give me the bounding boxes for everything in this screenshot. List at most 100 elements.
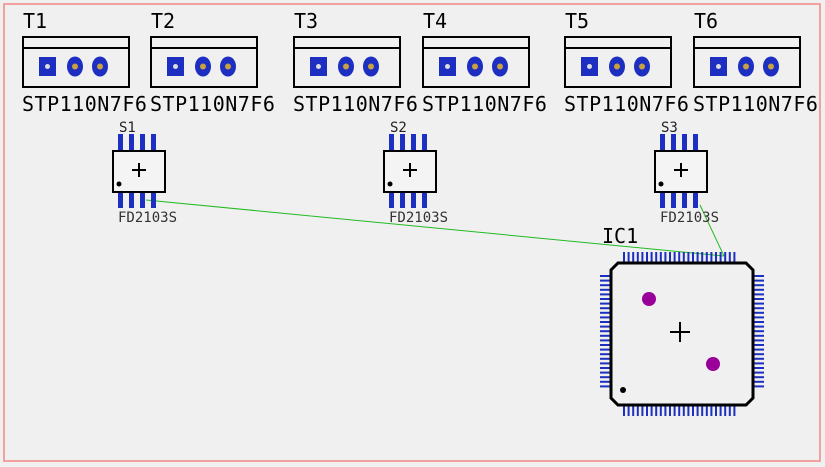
smd-pad[interactable] — [129, 134, 134, 152]
ic-pin[interactable] — [623, 406, 625, 416]
ic-pin[interactable] — [600, 302, 610, 305]
ic-pin[interactable] — [710, 252, 713, 262]
component-ic1[interactable]: IC1 — [600, 224, 764, 416]
ic-pin[interactable] — [692, 252, 694, 262]
pad-1[interactable] — [439, 57, 456, 76]
smd-pad[interactable] — [671, 190, 676, 208]
ic-pin[interactable] — [705, 252, 708, 262]
pad-3[interactable] — [363, 56, 379, 77]
smd-pad[interactable] — [660, 134, 665, 152]
ic-pin[interactable] — [719, 406, 722, 416]
ic-pin[interactable] — [646, 406, 648, 416]
ic-pin[interactable] — [696, 406, 699, 416]
pad-3[interactable] — [763, 56, 779, 77]
smd-pad[interactable] — [411, 134, 416, 152]
ic-pin[interactable] — [733, 252, 736, 262]
smd-pad[interactable] — [422, 134, 427, 152]
ic-pin[interactable] — [600, 275, 610, 277]
ic-pin[interactable] — [600, 385, 610, 388]
pad-1[interactable] — [581, 57, 598, 76]
pad-1[interactable] — [310, 57, 327, 76]
ic-pin[interactable] — [687, 252, 690, 262]
ic-pin[interactable] — [655, 406, 658, 416]
ic-pin[interactable] — [600, 298, 610, 300]
pad-1[interactable] — [167, 57, 184, 76]
ic-pin[interactable] — [710, 406, 713, 416]
ic-pin[interactable] — [754, 339, 764, 342]
ic-pin[interactable] — [600, 339, 610, 342]
smd-pad[interactable] — [411, 190, 416, 208]
ic-pin[interactable] — [627, 252, 630, 262]
ic-pin[interactable] — [728, 252, 731, 262]
ic-pin[interactable] — [754, 344, 764, 346]
ic-pin[interactable] — [600, 279, 610, 282]
ic-pin[interactable] — [623, 252, 625, 262]
pad-3[interactable] — [92, 56, 108, 77]
ic-pin[interactable] — [664, 252, 667, 262]
ic-pin[interactable] — [724, 406, 727, 416]
pad-2[interactable] — [467, 56, 483, 77]
ic-pin[interactable] — [600, 316, 610, 319]
ic-pin[interactable] — [659, 406, 662, 416]
ic-pin[interactable] — [754, 284, 764, 287]
ic-pin[interactable] — [600, 334, 610, 337]
ic-pin[interactable] — [600, 330, 610, 333]
ic-pin[interactable] — [600, 357, 610, 360]
pad-1[interactable] — [710, 57, 727, 76]
pad-2[interactable] — [67, 56, 83, 77]
ic-pin[interactable] — [733, 406, 736, 416]
ic-pin[interactable] — [682, 252, 685, 262]
ic-pin[interactable] — [600, 325, 610, 328]
ic-pin[interactable] — [641, 252, 644, 262]
ic-pin[interactable] — [696, 252, 699, 262]
ic-pin[interactable] — [754, 362, 764, 365]
ic-pin[interactable] — [650, 406, 653, 416]
ic-pin[interactable] — [687, 406, 690, 416]
ic-pin[interactable] — [754, 325, 764, 328]
ic-pin[interactable] — [659, 252, 662, 262]
ic-pin[interactable] — [646, 252, 648, 262]
ic-pin[interactable] — [600, 344, 610, 346]
ic-pin[interactable] — [754, 302, 764, 305]
pad-2[interactable] — [195, 56, 211, 77]
smd-pad[interactable] — [400, 190, 405, 208]
ic-pin[interactable] — [724, 252, 727, 262]
ic-pin[interactable] — [754, 279, 764, 282]
pad-2[interactable] — [609, 56, 625, 77]
ic-pin[interactable] — [669, 252, 671, 262]
smd-pad[interactable] — [151, 134, 156, 152]
smd-pad[interactable] — [693, 134, 698, 152]
ic-pin[interactable] — [754, 348, 764, 351]
ic-pin[interactable] — [600, 288, 610, 291]
ic-pin[interactable] — [600, 362, 610, 365]
ic-pin[interactable] — [754, 380, 764, 383]
ic-pin[interactable] — [600, 353, 610, 356]
ic-pin[interactable] — [673, 406, 676, 416]
ic-pin[interactable] — [664, 406, 667, 416]
smd-pad[interactable] — [400, 134, 405, 152]
ic-pin[interactable] — [636, 406, 639, 416]
smd-pad[interactable] — [671, 134, 676, 152]
ic-pin[interactable] — [715, 252, 717, 262]
ic-pin[interactable] — [600, 348, 610, 351]
ic-pin[interactable] — [627, 406, 630, 416]
ic-pin[interactable] — [719, 252, 722, 262]
ic-pin[interactable] — [754, 353, 764, 356]
ic-pin[interactable] — [705, 406, 708, 416]
smd-pad[interactable] — [140, 134, 145, 152]
smd-pad[interactable] — [682, 190, 687, 208]
ic-pin[interactable] — [636, 252, 639, 262]
ic-pin[interactable] — [754, 316, 764, 319]
ic-pin[interactable] — [701, 252, 704, 262]
ic-pin[interactable] — [754, 288, 764, 291]
smd-pad[interactable] — [422, 190, 427, 208]
ic-pin[interactable] — [632, 252, 635, 262]
pad-3[interactable] — [492, 56, 508, 77]
